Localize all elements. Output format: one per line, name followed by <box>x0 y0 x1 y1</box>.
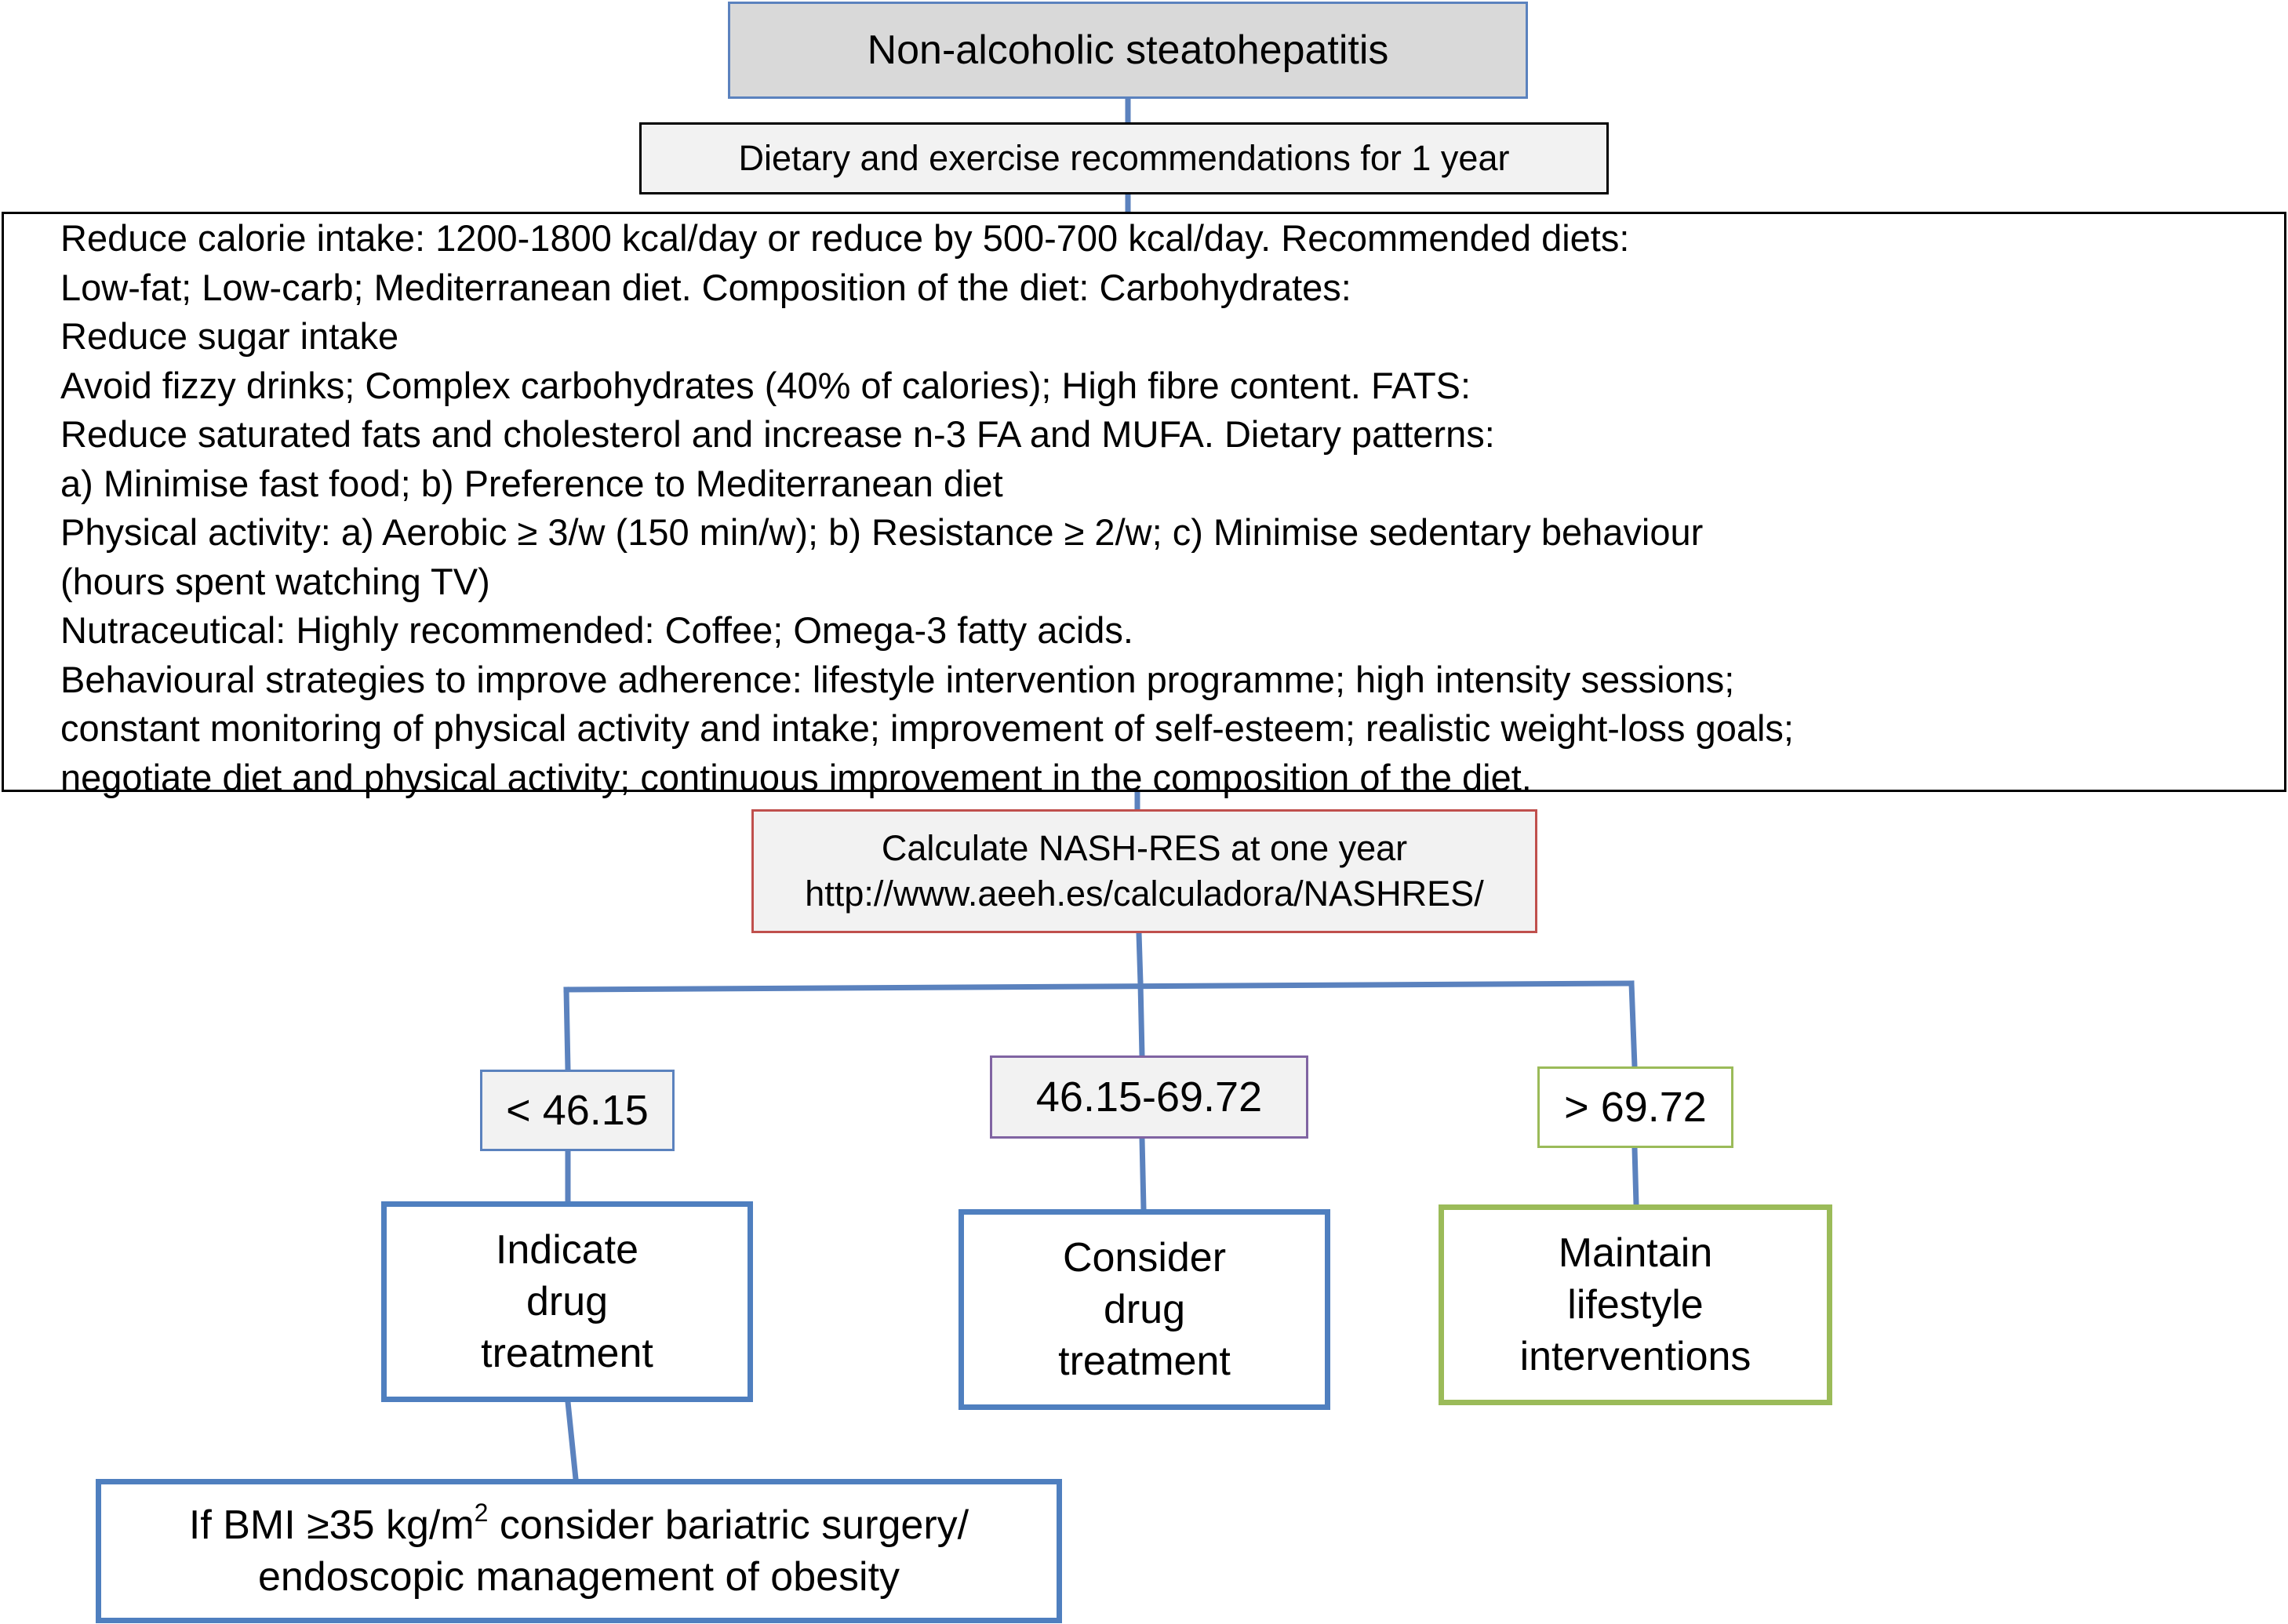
recommendation-line: Nutraceutical: Highly recommended: Coffe… <box>60 609 1133 651</box>
connector-branch-horizontal <box>563 980 1635 993</box>
recommendation-line: Avoid fizzy drinks; Complex carbohydrate… <box>60 364 1471 406</box>
nashres-calc-box: Calculate NASH-RES at one year http://ww… <box>751 809 1537 933</box>
action-line: Indicate <box>495 1227 639 1273</box>
title-box: Non-alcoholic steatohepatitis <box>728 2 1528 99</box>
action-line: Maintain <box>1558 1230 1713 1276</box>
recommendation-line: Reduce sugar intake <box>60 315 399 357</box>
recommendation-line: Low-fat; Low-carb; Mediterranean diet. C… <box>60 266 1351 308</box>
recommendation-line: Physical activity: a) Aerobic ≥ 3/w (150… <box>60 511 1704 553</box>
action-line: drug <box>1103 1287 1186 1332</box>
action-indicate-drug-box: Indicate drug treatment <box>381 1201 753 1402</box>
action-line: drug <box>526 1279 609 1324</box>
title-text: Non-alcoholic steatohepatitis <box>867 27 1389 73</box>
diet-header-box: Dietary and exercise recommendations for… <box>639 122 1609 194</box>
recommendations-box: Reduce calorie intake: 1200-1800 kcal/da… <box>2 212 2286 798</box>
threshold-high-text: > 69.72 <box>1564 1084 1707 1131</box>
action-maintain-lifestyle-box: Maintain lifestyle interventions <box>1439 1204 1832 1405</box>
recommendation-line: Reduce calorie intake: 1200-1800 kcal/da… <box>60 217 1630 259</box>
connector-indicate-to-bmi <box>565 1399 579 1482</box>
calc-url: http://www.aeeh.es/calculadora/NASHRES/ <box>805 874 1484 914</box>
calc-title: Calculate NASH-RES at one year <box>881 828 1408 868</box>
bmi-text-pre: If BMI ≥35 kg/m <box>188 1502 475 1548</box>
bmi-text-post: consider bariatric surgery/ <box>488 1502 969 1548</box>
connector-branch-mid <box>1137 980 1145 1059</box>
threshold-mid-text: 46.15-69.72 <box>1035 1074 1263 1121</box>
bmi-superscript: 2 <box>474 1499 489 1527</box>
recommendation-line: constant monitoring of physical activity… <box>60 707 1794 749</box>
threshold-low-text: < 46.15 <box>506 1087 649 1134</box>
connector-calc-down <box>1136 930 1144 986</box>
connector-branch-low <box>563 986 571 1073</box>
action-line: interventions <box>1519 1334 1751 1379</box>
action-line: treatment <box>1058 1339 1231 1384</box>
threshold-low-box: < 46.15 <box>480 1070 675 1151</box>
action-line: treatment <box>481 1331 653 1376</box>
bmi-surgery-box: If BMI ≥35 kg/m2 consider bariatric surg… <box>96 1479 1062 1623</box>
recommendation-line: Reduce saturated fats and cholesterol an… <box>60 413 1495 455</box>
bmi-line-2: endoscopic management of obesity <box>257 1554 900 1600</box>
threshold-mid-box: 46.15-69.72 <box>990 1055 1308 1139</box>
diet-header-text: Dietary and exercise recommendations for… <box>738 138 1510 178</box>
threshold-high-box: > 69.72 <box>1537 1066 1733 1148</box>
recommendation-line: Behavioural strategies to improve adhere… <box>60 658 1735 700</box>
connector-mid-to-consider <box>1139 1135 1147 1212</box>
bmi-line-1: If BMI ≥35 kg/m2 consider bariatric surg… <box>189 1499 969 1551</box>
action-consider-drug-box: Consider drug treatment <box>958 1209 1330 1410</box>
recommendation-line: negotiate diet and physical activity; co… <box>60 756 1532 798</box>
recommendation-line: a) Minimise fast food; b) Preference to … <box>60 462 1003 504</box>
connector-high-to-maintain <box>1631 1145 1639 1208</box>
action-line: lifestyle <box>1567 1282 1704 1328</box>
connector-branch-high <box>1628 980 1638 1070</box>
action-line: Consider <box>1062 1235 1227 1281</box>
recommendation-line: (hours spent watching TV) <box>60 560 490 602</box>
